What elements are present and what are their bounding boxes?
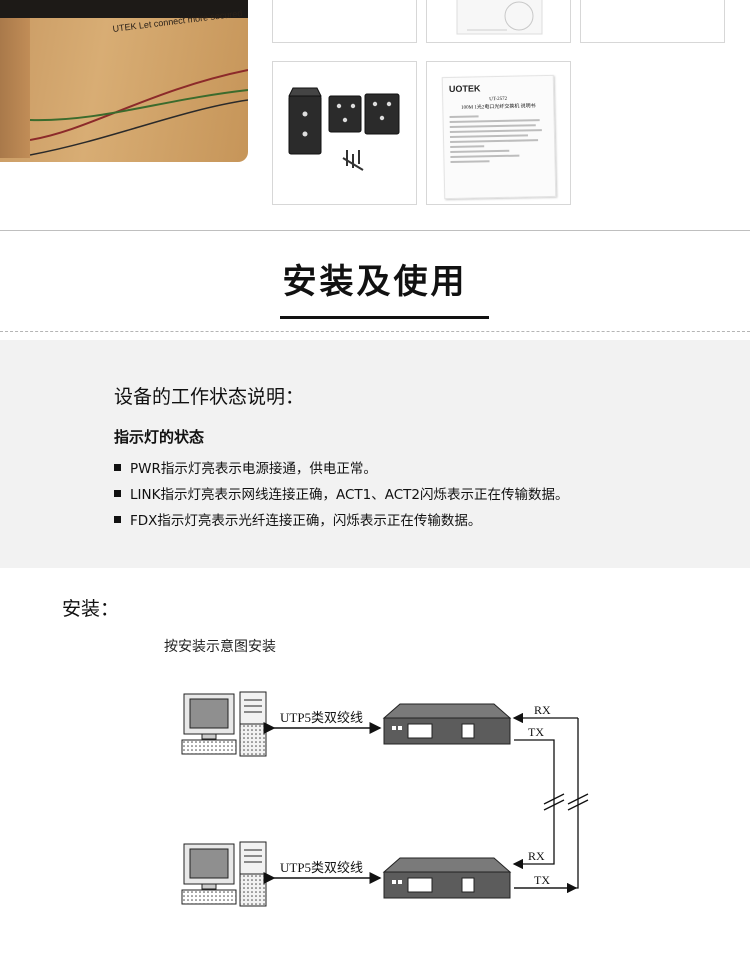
status-heading: 设备的工作状态说明： bbox=[114, 386, 305, 408]
status-panel: 设备的工作状态说明： 指示灯的状态 PWR指示灯亮表示电源接通，供电正常。 LI… bbox=[0, 340, 750, 568]
rx-label-top: RX bbox=[534, 703, 551, 717]
packaging-box-photo: UTEK Let connect more secured bbox=[0, 0, 248, 162]
media-converter-icon-top bbox=[382, 703, 512, 745]
thumbnail-manual[interactable]: UOTEK UT-2572 100M 1光2电口光纤交换机 说明书 bbox=[426, 61, 571, 205]
cable-label-top: UTP5类双绞线 bbox=[280, 710, 363, 725]
box-side bbox=[0, 18, 30, 158]
indicator-text-pwr: PWR指示灯亮表示电源接通，供电正常。 bbox=[130, 461, 377, 477]
fiber-link-lines bbox=[512, 712, 589, 894]
thumbnail-2[interactable] bbox=[426, 0, 571, 43]
thumbnail-3[interactable] bbox=[580, 0, 725, 43]
list-item: LINK指示灯亮表示网线连接正确，ACT1、ACT2闪烁表示正在传输数据。 bbox=[114, 480, 568, 506]
computer-icon-top bbox=[181, 691, 267, 757]
list-item: PWR指示灯亮表示电源接通，供电正常。 bbox=[114, 454, 568, 480]
indicator-list: PWR指示灯亮表示电源接通，供电正常。 LINK指示灯亮表示网线连接正确，ACT… bbox=[114, 454, 568, 532]
square-bullet-icon bbox=[114, 489, 121, 497]
section-title: 安装及使用 bbox=[282, 262, 468, 302]
cable-label-bottom: UTP5类双绞线 bbox=[280, 860, 363, 875]
tx-label-bottom: TX bbox=[534, 873, 550, 887]
rx-label-bottom: RX bbox=[528, 849, 545, 863]
square-bullet-icon bbox=[114, 515, 121, 523]
manual-text-lines bbox=[449, 114, 549, 164]
din-rail-bracket-icon bbox=[288, 87, 400, 171]
thumbnail-1[interactable] bbox=[272, 0, 417, 43]
media-converter-icon-bottom bbox=[382, 857, 512, 899]
computer-icon-bottom bbox=[181, 841, 267, 907]
box-wave-graphic bbox=[30, 69, 248, 156]
box-lid bbox=[0, 0, 248, 18]
dashed-divider bbox=[0, 331, 750, 332]
thumbnail-din-brackets[interactable] bbox=[272, 61, 417, 205]
install-label: 安装： bbox=[62, 598, 120, 620]
manual-page: UOTEK UT-2572 100M 1光2电口光纤交换机 说明书 bbox=[441, 74, 557, 200]
tx-label-top: TX bbox=[528, 725, 544, 739]
section-divider bbox=[0, 230, 750, 231]
product-photo-strip: UTEK Let connect more secured bbox=[0, 0, 750, 232]
installation-diagram: UTP5类双绞线 UTP5类双绞线 RX TX RX TX bbox=[181, 691, 589, 907]
list-item: FDX指示灯亮表示光纤连接正确，闪烁表示正在传输数据。 bbox=[114, 506, 568, 532]
square-bullet-icon bbox=[114, 463, 121, 471]
manual-brand: UOTEK bbox=[448, 83, 481, 95]
indicator-text-fdx: FDX指示灯亮表示光纤连接正确，闪烁表示正在传输数据。 bbox=[130, 513, 482, 529]
manual-title: 100M 1光2电口光纤交换机 说明书 bbox=[461, 104, 536, 111]
install-caption: 按安装示意图安装 bbox=[164, 640, 276, 655]
title-underline bbox=[280, 316, 489, 319]
indicator-subheading: 指示灯的状态 bbox=[114, 428, 205, 446]
indicator-text-link: LINK指示灯亮表示网线连接正确，ACT1、ACT2闪烁表示正在传输数据。 bbox=[130, 487, 569, 503]
cd-sleeve-icon bbox=[456, 0, 543, 35]
